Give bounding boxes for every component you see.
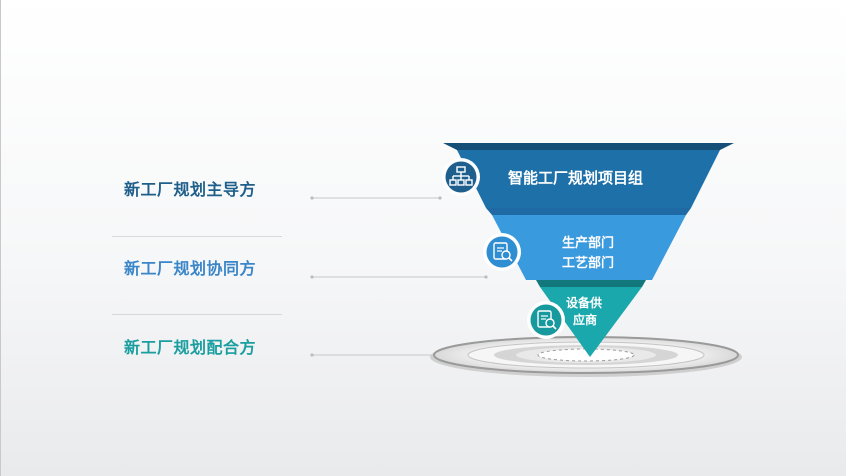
base-platform bbox=[430, 336, 742, 377]
document-search-icon bbox=[527, 301, 565, 339]
funnel-tier-2 bbox=[486, 208, 691, 280]
tier-2-label-line-2: 工艺部门 bbox=[562, 256, 615, 271]
funnel-tier-1 bbox=[443, 143, 734, 208]
divider-2 bbox=[112, 314, 282, 315]
tier-3-label-line-1: 设备供 bbox=[566, 296, 603, 310]
divider-1 bbox=[112, 236, 282, 237]
tier-3-label-line-2: 应商 bbox=[573, 313, 598, 327]
connector-line-2 bbox=[310, 275, 488, 279]
connector-line-1 bbox=[310, 196, 442, 200]
document-search-icon bbox=[483, 233, 521, 271]
tier-1-label: 智能工厂规划项目组 bbox=[508, 169, 644, 187]
org-chart-icon bbox=[442, 158, 480, 196]
role-label-support: 新工厂规划配合方 bbox=[124, 338, 257, 357]
role-label-collab: 新工厂规划协同方 bbox=[124, 259, 257, 278]
role-label-lead: 新工厂规划主导方 bbox=[124, 180, 257, 199]
funnel-tier-3 bbox=[536, 280, 646, 357]
tier-2-label-line-1: 生产部门 bbox=[562, 236, 615, 251]
left-border bbox=[0, 0, 1, 476]
